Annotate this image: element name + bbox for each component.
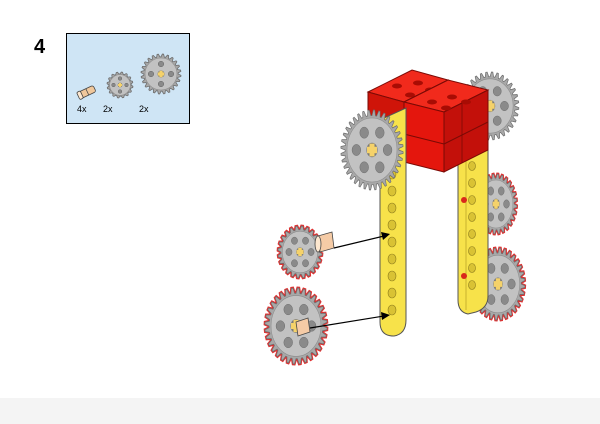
large-gear-qty: 2x (139, 104, 149, 114)
gear-front-large (263, 286, 329, 366)
arrow-lower (309, 312, 390, 329)
arrow-upper (333, 232, 390, 249)
parts-list-panel: 4x 2x 2x (66, 33, 190, 124)
assembly-illustration (263, 69, 527, 366)
red-brick-front (402, 79, 490, 173)
peg-lower (295, 317, 311, 337)
small-gear-qty: 2x (103, 104, 113, 114)
small-gear-icon (106, 71, 134, 99)
step-number: 4 (34, 36, 46, 58)
gear-top-left (340, 109, 404, 191)
pin-peg-icon (76, 85, 96, 100)
large-gear-icon (140, 53, 182, 95)
gear-front-small (276, 224, 324, 280)
pin-peg-qty: 4x (77, 104, 87, 114)
page-footer (0, 398, 600, 424)
